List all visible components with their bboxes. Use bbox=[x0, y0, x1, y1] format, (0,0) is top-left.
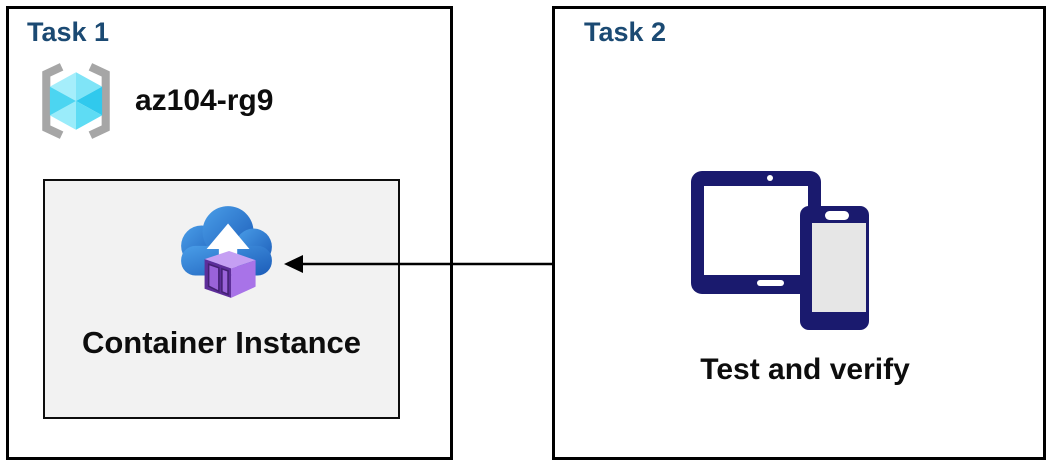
resource-group-row: az104-rg9 bbox=[31, 61, 273, 141]
resource-group-icon bbox=[42, 63, 110, 139]
container-box-shape bbox=[204, 250, 256, 298]
task2-box: Task 2 Test and verify bbox=[552, 6, 1046, 460]
task2-title: Task 2 bbox=[584, 17, 667, 47]
container-instance-box: Container Instance bbox=[43, 179, 400, 419]
phone-shape bbox=[800, 206, 869, 330]
container-instance-label: Container Instance bbox=[81, 325, 362, 360]
task1-title: Task 1 bbox=[27, 17, 110, 47]
container-instance-icon bbox=[181, 206, 272, 298]
tablet-shape bbox=[691, 171, 821, 294]
resource-group-name: az104-rg9 bbox=[135, 84, 274, 117]
arrowhead bbox=[284, 255, 303, 273]
devices-icon bbox=[691, 171, 869, 330]
task1-box: Task 1 az104-rg9 bbox=[6, 6, 453, 460]
test-and-verify-label: Test and verify bbox=[700, 353, 910, 386]
